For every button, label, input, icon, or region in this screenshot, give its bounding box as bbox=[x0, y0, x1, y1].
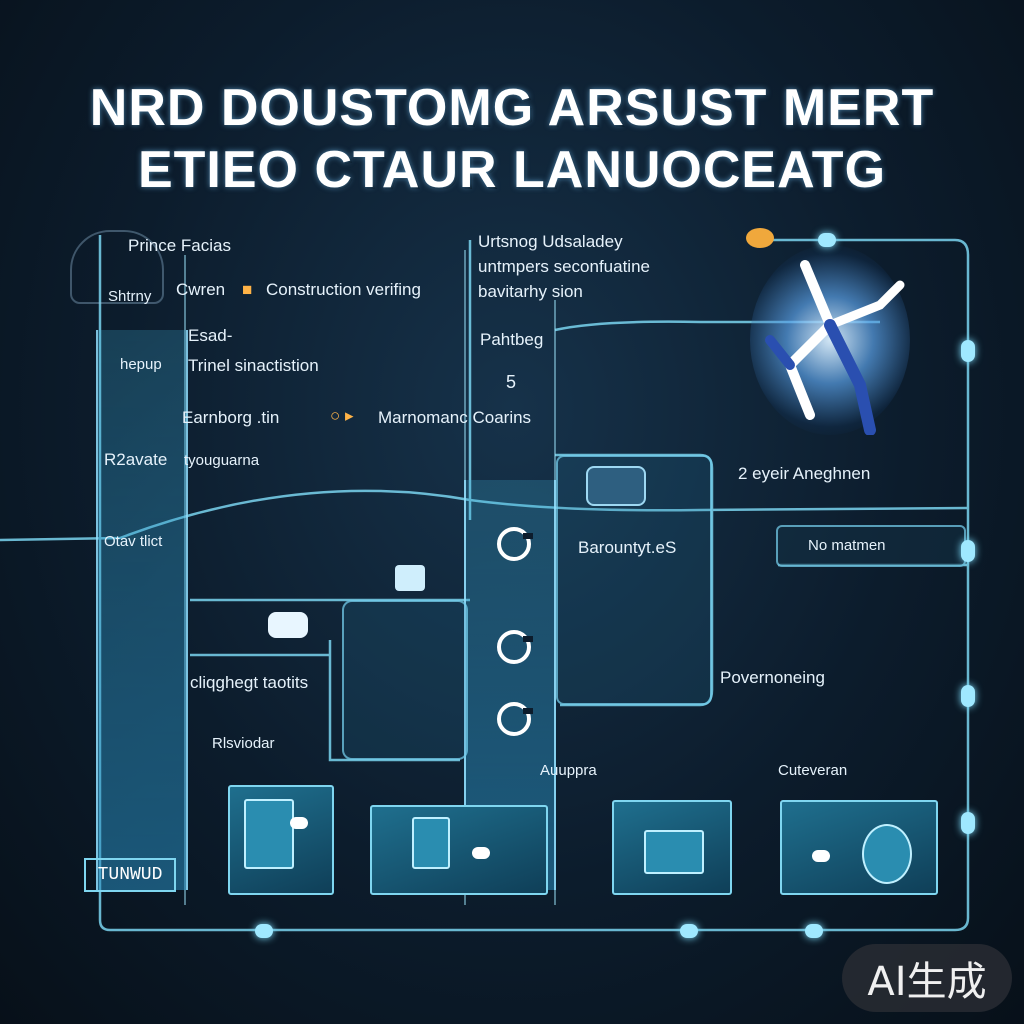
circle-arrow-icon bbox=[497, 527, 533, 561]
bottom-code-strip: TUNWUD bbox=[84, 858, 176, 892]
bottom-card-2 bbox=[370, 805, 548, 895]
connector-node bbox=[961, 340, 975, 362]
label-pahtbeg: Pahtbeg bbox=[480, 330, 544, 349]
label-earnborg-tin: Earnborg .tin bbox=[182, 408, 280, 427]
label-otav-tlict: Otav tlict bbox=[104, 533, 163, 550]
no-matmen-box bbox=[776, 525, 966, 567]
label-cligghegl-taotits: cliqghegt taotits bbox=[190, 673, 309, 692]
label-bavitarhy-sion: bavitarhy sion bbox=[478, 282, 583, 301]
main-title-line1: NRD DOUSTOMG ARSUST MERT bbox=[89, 79, 935, 137]
robot-head-icon bbox=[70, 230, 164, 304]
label-construction-verifing: Construction verifing bbox=[266, 280, 421, 299]
label-heyup: hepup bbox=[120, 356, 162, 373]
bottom-code-text: TUNWUD bbox=[97, 865, 163, 885]
label-no-matmen: No matmen bbox=[808, 537, 886, 554]
label-trinel-sinactistion: Trinel sinactistion bbox=[188, 356, 319, 375]
ai-generated-badge: AI生成 bbox=[842, 944, 1012, 1012]
main-title-line2: ETIEO CTAUR LANUOCEATG bbox=[137, 141, 887, 199]
label-cuteveran: Cuteveran bbox=[778, 762, 848, 779]
circle-arrow-icon bbox=[497, 702, 533, 736]
label-orange-arrow: ○ ▸ bbox=[330, 406, 354, 425]
label-ravate: R2avate bbox=[104, 450, 168, 469]
label-orange-marker: ■ bbox=[242, 280, 253, 299]
tablet-icon bbox=[586, 466, 646, 506]
label-untsnog-udsaladay: Urtsnog Udsaladey bbox=[478, 232, 623, 251]
left-column-panel bbox=[96, 330, 188, 890]
label-rlsvidar: Rlsviodar bbox=[212, 735, 275, 752]
label-unmperis-seconfuatine: untmpers seconfuatine bbox=[478, 257, 650, 276]
label-shtrny: Shtrny bbox=[108, 288, 152, 305]
connector-node bbox=[805, 924, 823, 938]
label-tyouguarna: tyouguarna bbox=[184, 452, 260, 469]
connector-node bbox=[961, 685, 975, 707]
label-cwren: Cwren bbox=[176, 280, 226, 299]
label-povernoneing: Povernoneing bbox=[720, 668, 825, 687]
bottom-card-1 bbox=[228, 785, 334, 895]
bottom-card-3 bbox=[612, 800, 732, 895]
circle-arrow-icon bbox=[497, 630, 533, 664]
connector-node bbox=[961, 540, 975, 562]
printer-icon bbox=[268, 612, 308, 638]
connector-node bbox=[818, 233, 836, 247]
label-esad: Esad- bbox=[188, 326, 233, 345]
bottom-card-4 bbox=[780, 800, 938, 895]
glowing-figure-icon bbox=[750, 245, 910, 436]
label-auuppra: Auuppra bbox=[540, 762, 597, 779]
label-number-five: 5 bbox=[506, 372, 517, 392]
label-barountyt: Barountyt.eS bbox=[578, 538, 677, 557]
connector-node bbox=[255, 924, 273, 938]
label-marnomanc-coarins: Marnomanc Coarins bbox=[378, 408, 532, 427]
center-device-panel bbox=[342, 600, 468, 760]
small-orange-bubble-icon bbox=[746, 228, 774, 248]
label-prince-facias: Prince Facias bbox=[128, 236, 231, 255]
label-eyeir-aneghnen: 2 eyeir Aneghnen bbox=[738, 464, 871, 483]
smartphone-icon bbox=[395, 565, 425, 591]
connector-node bbox=[961, 812, 975, 834]
connector-node bbox=[680, 924, 698, 938]
